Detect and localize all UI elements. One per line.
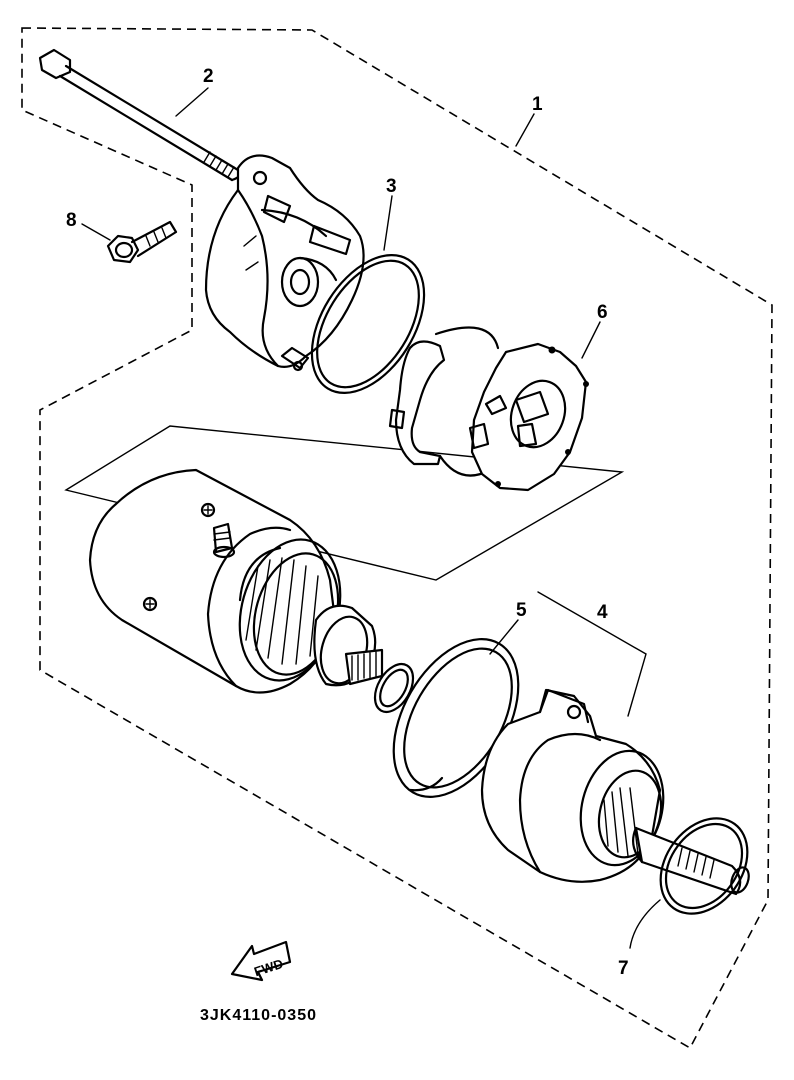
callout-6: 6	[597, 302, 608, 323]
callout-8: 8	[66, 210, 77, 231]
fwd-arrow-icon: FWD	[230, 940, 292, 982]
leader-7	[629, 899, 661, 949]
leader-2	[175, 87, 209, 117]
flange-bolt	[106, 220, 178, 264]
callout-1: 1	[532, 94, 543, 115]
rear-cover	[204, 154, 365, 372]
drawing-code: 3JK4110-0350	[200, 1007, 317, 1024]
leader-6	[581, 321, 601, 359]
front-housing	[480, 688, 750, 915]
leader-1	[515, 113, 535, 147]
callout-5: 5	[516, 600, 527, 621]
through-bolt	[38, 48, 242, 182]
callout-3: 3	[386, 176, 397, 197]
leader-8	[81, 223, 111, 241]
callout-2: 2	[203, 66, 214, 87]
housing-group-outline	[537, 591, 647, 717]
yoke-armature	[88, 468, 384, 694]
leader-3	[383, 195, 393, 251]
brush-holder-plate	[388, 326, 589, 492]
leader-5	[489, 619, 519, 655]
callout-7: 7	[618, 958, 629, 979]
assembly-boundary	[21, 27, 773, 1050]
callout-4: 4	[597, 602, 608, 623]
o-ring-3	[310, 253, 426, 395]
